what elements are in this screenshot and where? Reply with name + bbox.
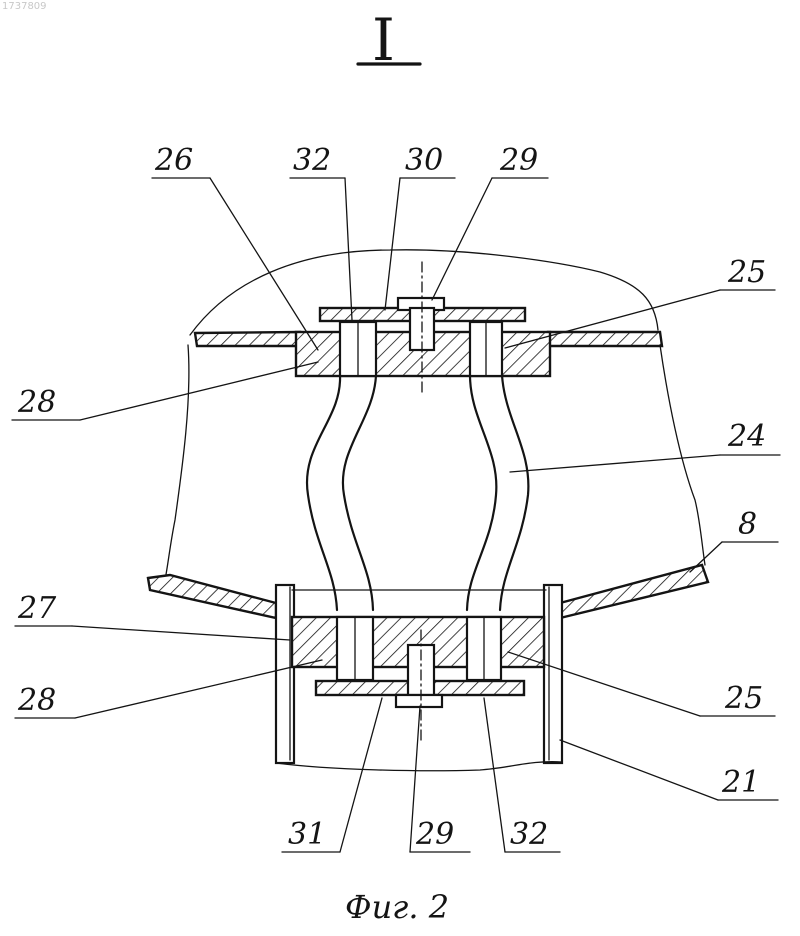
label-25-top: 25 <box>727 255 766 290</box>
leader-28-top <box>80 362 318 420</box>
leader-31 <box>340 698 382 852</box>
view-label: I <box>358 6 420 74</box>
leader-27 <box>72 626 290 640</box>
label-32-bottom: 32 <box>510 817 548 852</box>
label-28-top: 28 <box>17 385 56 420</box>
label-25-bottom: 25 <box>724 681 763 716</box>
upper-right-wall <box>660 345 705 565</box>
leader-30 <box>385 178 400 310</box>
corner-number: 1737809 <box>2 1 47 12</box>
leader-32-bottom <box>484 698 505 852</box>
leader-32-top <box>345 178 352 320</box>
lower-clamp <box>292 617 544 740</box>
link-inner-right <box>467 375 496 610</box>
label-32-top: 32 <box>293 143 331 178</box>
inclined-plate <box>148 565 708 618</box>
label-21: 21 <box>721 765 760 800</box>
tube-wall-right <box>544 585 562 763</box>
label-24: 24 <box>727 419 766 454</box>
leader-8 <box>690 542 722 572</box>
label-29-top: 29 <box>499 143 538 178</box>
top-plate-right <box>548 332 662 346</box>
leader-21 <box>560 740 718 800</box>
plate-8-right <box>560 565 708 618</box>
leader-26 <box>210 178 318 350</box>
link-outer-right <box>500 375 528 610</box>
link-outer-left <box>307 375 340 610</box>
label-30: 30 <box>405 143 443 178</box>
plate-8-left <box>148 575 276 618</box>
lower-nut <box>396 695 442 707</box>
label-31: 31 <box>288 817 326 852</box>
leader-25-bottom <box>508 652 700 716</box>
label-26: 26 <box>154 143 193 178</box>
tube-wall-left <box>276 585 294 763</box>
label-29-bottom: 29 <box>415 817 454 852</box>
leader-29-top <box>432 178 492 300</box>
upper-left-wall <box>165 345 189 580</box>
link-inner-left <box>343 375 376 610</box>
lower-break-line <box>276 762 562 771</box>
leader-lines <box>12 178 780 852</box>
flexible-link <box>307 375 528 610</box>
figure-caption: Фиг. 2 <box>345 888 449 926</box>
label-27: 27 <box>17 591 57 626</box>
top-plate-left <box>195 332 300 346</box>
upper-clamp <box>296 262 550 392</box>
label-8: 8 <box>738 507 757 542</box>
label-28-bottom: 28 <box>17 683 56 718</box>
leader-24 <box>510 455 720 472</box>
